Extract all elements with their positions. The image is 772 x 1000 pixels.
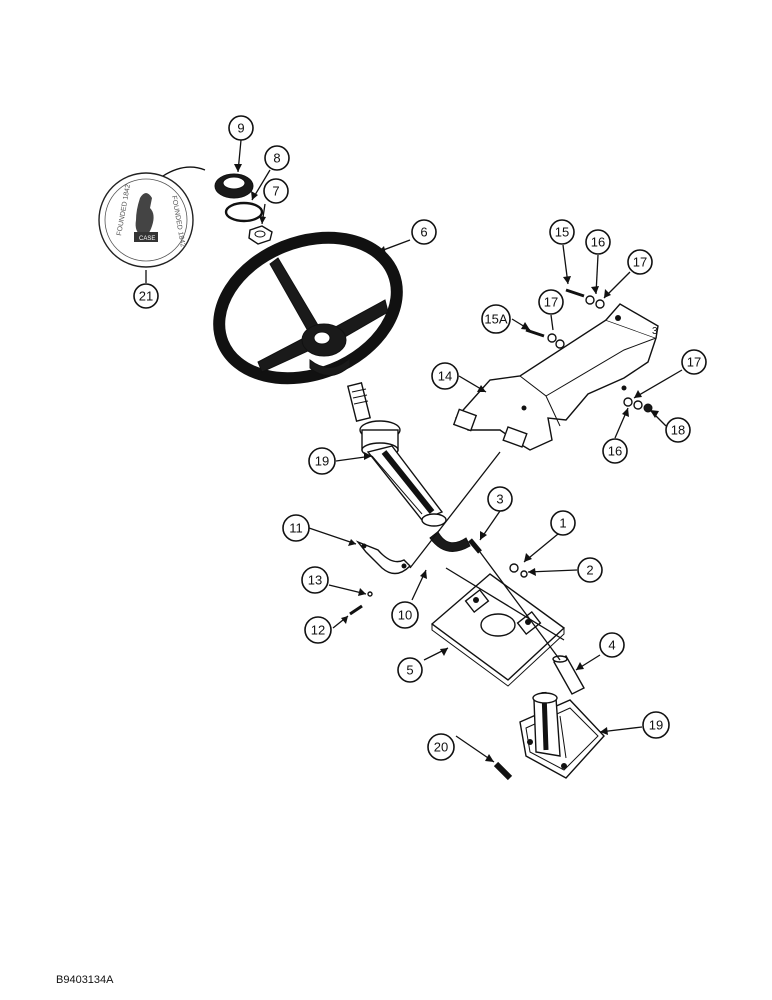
hex-nut bbox=[248, 225, 273, 245]
callout-15-label: 15 bbox=[555, 225, 569, 240]
callout-15a: 15A bbox=[481, 304, 511, 334]
steering-column bbox=[347, 381, 447, 527]
callout-1: 1 bbox=[550, 510, 576, 536]
callout-9-label: 9 bbox=[237, 121, 244, 136]
callout-6-label: 6 bbox=[420, 225, 427, 240]
callout-10-label: 10 bbox=[398, 608, 412, 623]
callout-14-label: 14 bbox=[438, 369, 452, 384]
callout-7: 7 bbox=[263, 178, 289, 204]
callout-11: 11 bbox=[282, 514, 310, 542]
callout-17-upper-right-label: 17 bbox=[633, 255, 647, 270]
callout-16-upper: 16 bbox=[585, 229, 611, 255]
callout-9: 9 bbox=[228, 115, 254, 141]
callout-10: 10 bbox=[391, 601, 419, 629]
callout-17-middle: 17 bbox=[538, 289, 564, 315]
callout-13-label: 13 bbox=[308, 573, 322, 588]
callout-12: 12 bbox=[304, 616, 332, 644]
callout-17-middle-label: 17 bbox=[544, 295, 558, 310]
callout-8-label: 8 bbox=[273, 151, 280, 166]
callout-16-lower: 16 bbox=[602, 438, 628, 464]
callout-11-label: 11 bbox=[289, 521, 303, 536]
callout-14: 14 bbox=[431, 362, 459, 390]
callout-17-upper-right: 17 bbox=[627, 249, 653, 275]
callout-2: 2 bbox=[577, 557, 603, 583]
mounting-plate bbox=[430, 573, 566, 687]
callout-3-label: 3 bbox=[496, 492, 503, 507]
column-base bbox=[519, 691, 605, 779]
callout-21-label: 21 bbox=[139, 289, 153, 304]
emblem-brand: CASE bbox=[139, 236, 155, 242]
callout-15a-label: 15A bbox=[484, 312, 507, 327]
callout-19-lower-label: 19 bbox=[649, 718, 663, 733]
callout-20-label: 20 bbox=[434, 740, 448, 755]
callout-2-label: 2 bbox=[586, 563, 593, 578]
callout-17-lower: 17 bbox=[681, 349, 707, 375]
steering-wheel bbox=[213, 231, 403, 385]
callout-18: 18 bbox=[665, 417, 691, 443]
callout-15: 15 bbox=[549, 219, 575, 245]
callout-6: 6 bbox=[411, 219, 437, 245]
callout-18-label: 18 bbox=[671, 423, 685, 438]
callout-12-label: 12 bbox=[311, 623, 325, 638]
callout-4: 4 bbox=[599, 632, 625, 658]
figure-reference-code: B9403134A bbox=[56, 974, 114, 986]
callout-4-label: 4 bbox=[608, 638, 615, 653]
mounting-bracket: 3 bbox=[452, 303, 659, 451]
callout-17-lower-label: 17 bbox=[687, 355, 701, 370]
o-ring bbox=[224, 201, 264, 223]
sleeve-tube bbox=[552, 655, 585, 695]
callout-3: 3 bbox=[487, 486, 513, 512]
callout-7-label: 7 bbox=[272, 184, 279, 199]
callout-13: 13 bbox=[301, 566, 329, 594]
emblem-medallion: FOUNDED 1842 FOUNDED 1842 CASE bbox=[98, 172, 194, 268]
clamp-half-upper bbox=[355, 540, 411, 575]
callout-5: 5 bbox=[397, 657, 423, 683]
callout-21: 21 bbox=[133, 283, 159, 309]
callout-16-upper-label: 16 bbox=[591, 235, 605, 250]
callout-19-upper-label: 19 bbox=[315, 454, 329, 469]
emblem-leader-arc bbox=[162, 166, 206, 177]
callout-19-upper: 19 bbox=[308, 447, 336, 475]
callout-8: 8 bbox=[264, 145, 290, 171]
clamp-half-lower bbox=[429, 529, 471, 552]
small-hardware bbox=[349, 538, 528, 781]
hub-cap bbox=[214, 173, 254, 199]
callout-19-lower: 19 bbox=[642, 711, 670, 739]
leader-arrowheads bbox=[234, 164, 659, 762]
callout-1-label: 1 bbox=[559, 516, 566, 531]
callout-20: 20 bbox=[427, 733, 455, 761]
svg-text:3: 3 bbox=[652, 326, 658, 337]
callout-5-label: 5 bbox=[406, 663, 413, 678]
callout-16-lower-label: 16 bbox=[608, 444, 622, 459]
